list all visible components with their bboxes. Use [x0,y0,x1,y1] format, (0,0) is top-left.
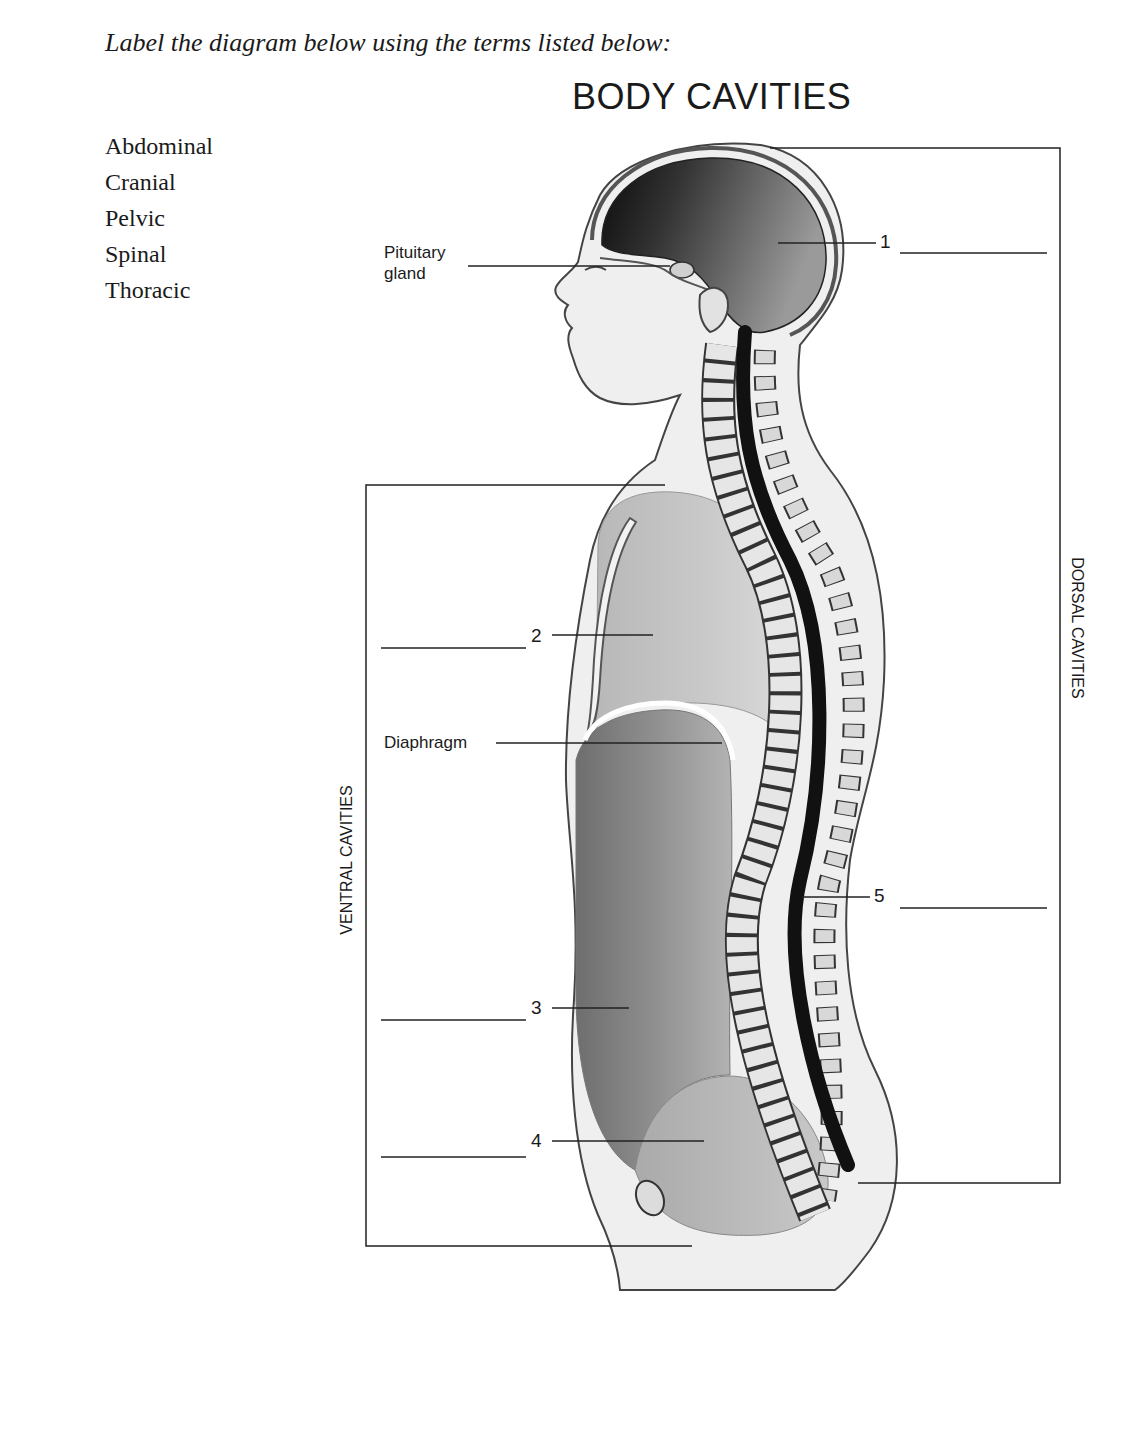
part-label: Diaphragm [384,732,467,753]
leader-line [552,634,653,636]
term-option: Spinal [105,241,166,268]
callout-number: 5 [874,885,885,907]
ventral-bracket [366,485,692,1246]
callout-number: 2 [531,625,542,647]
answer-line [381,1019,526,1021]
leader-line [496,742,722,744]
leader-line [552,1007,629,1009]
dorsal-bracket [770,148,1060,1183]
pubic-bone [631,1176,670,1220]
bracket-label: DORSAL CAVITIES [1068,557,1086,698]
leader-line [778,242,876,244]
cranial-cavity [602,158,826,333]
eye [585,267,606,270]
instruction-text: Label the diagram below using the terms … [105,28,671,58]
term-option: Cranial [105,169,176,196]
part-label: Pituitary gland [384,242,466,284]
term-option: Thoracic [105,277,190,304]
diaphragm [585,703,733,760]
sternum [588,518,636,730]
body-outline [555,144,897,1290]
vertebral-column [718,345,815,1215]
ear [699,288,728,332]
bracket-label: VENTRAL CAVITIES [338,785,356,934]
leader-lines [381,243,1047,1157]
term-option: Abdominal [105,133,213,160]
spinal-cord [743,332,848,1165]
leader-line [468,265,670,267]
leader-line [802,896,870,898]
answer-line [900,252,1047,254]
leader-line [552,1140,704,1142]
callout-number: 1 [880,231,891,253]
callout-number: 3 [531,997,542,1019]
diagram-title: BODY CAVITIES [572,76,851,118]
skull-outline [592,148,836,335]
sinus-outline [600,258,712,292]
answer-line [381,1156,526,1158]
vertebral-bodies [718,345,815,1215]
answer-line [381,647,526,649]
callout-number: 4 [531,1130,542,1152]
term-option: Pelvic [105,205,165,232]
answer-line [900,907,1047,909]
